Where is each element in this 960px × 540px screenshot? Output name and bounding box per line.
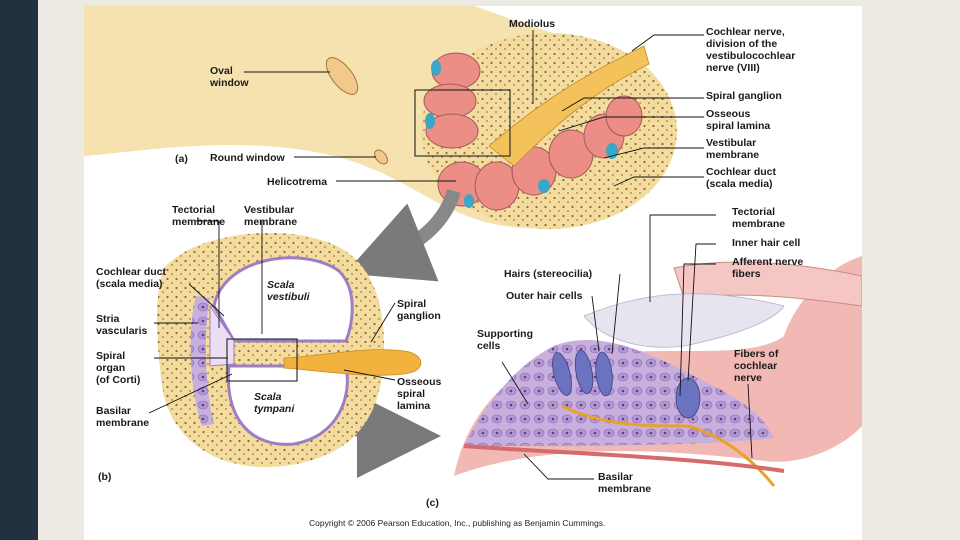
label-round-window: Round window	[210, 152, 285, 164]
label-cochlear-nerve: Cochlear nerve, division of the vestibul…	[706, 26, 798, 74]
panel-a-leaders	[244, 30, 704, 187]
label-helicotrema: Helicotrema	[267, 176, 327, 188]
label-scala-tympani: Scala tympani	[254, 391, 295, 415]
label-vestibular-membrane-b: Vestibular membrane	[244, 204, 297, 228]
label-supporting-cells: Supporting cells	[477, 328, 536, 352]
label-stria-vascularis: Stria vascularis	[96, 313, 148, 337]
scala-vestibuli-b	[212, 256, 354, 343]
panel-b: (b) Tectorial membrane Vestibular membra…	[96, 204, 444, 483]
panel-c-leaders	[501, 214, 753, 480]
cochlear-nerve-bundle	[488, 45, 650, 167]
label-tectorial-membrane-b: Tectorial membrane	[172, 204, 225, 228]
label-inner-hair-cell: Inner hair cell	[732, 237, 800, 249]
inner-hair-cell-c	[675, 377, 701, 419]
panel-c: (c) Tectorial membrane Inner hair cell H…	[426, 206, 862, 509]
nerve-fibers-c	[561, 404, 776, 487]
label-osseous-spiral-lamina-a: Osseous spiral lamina	[706, 108, 770, 132]
panel-a-tag: (a)	[175, 153, 188, 165]
panel-b-tag: (b)	[98, 471, 111, 483]
label-oval-window: Oval window	[209, 65, 249, 89]
outer-hair-cells-c	[552, 349, 613, 397]
slide-accent-stripe	[38, 0, 58, 540]
label-afferent-nerve-fibers: Afferent nerve fibers	[732, 256, 806, 280]
stria-vascularis-b	[190, 296, 214, 426]
cochlear-duct-b	[209, 304, 235, 367]
basilar-membrane-c	[463, 444, 785, 473]
label-scala-vestibuli: Scala vestibuli	[267, 279, 311, 303]
label-spiral-organ: Spiral organ (of Corti)	[96, 350, 140, 386]
label-cochlear-duct-a: Cochlear duct (scala media)	[706, 166, 779, 190]
label-modiolus: Modiolus	[509, 18, 555, 30]
label-basilar-membrane-b: Basilar membrane	[96, 405, 149, 429]
round-window-shape	[374, 149, 388, 165]
detail-box-a	[414, 89, 511, 157]
spiral-ganglion-nerve-b	[283, 349, 422, 376]
supporting-cells-c	[464, 340, 774, 446]
label-vestibular-membrane-a: Vestibular membrane	[706, 137, 759, 161]
label-hairs-stereocilia: Hairs (stereocilia)	[504, 268, 592, 280]
oval-window-shape	[325, 57, 359, 95]
label-tectorial-membrane-c: Tectorial membrane	[732, 206, 785, 230]
arrow-a-to-b	[345, 188, 461, 282]
panel-c-tag: (c)	[426, 497, 439, 509]
label-fibers-cochlear-nerve: Fibers of cochlear nerve	[734, 348, 781, 384]
scala-tympani-b	[226, 364, 349, 446]
label-osseous-spiral-lamina-b: Osseous spiral lamina	[397, 376, 444, 412]
tectorial-membrane-c	[583, 293, 785, 348]
panel-b-leaders	[148, 220, 396, 414]
label-spiral-ganglion-a: Spiral ganglion	[706, 90, 782, 102]
label-basilar-membrane-c: Basilar membrane	[598, 471, 651, 495]
label-outer-hair-cells: Outer hair cells	[506, 290, 583, 302]
copyright-notice: Copyright © 2006 Pearson Education, Inc.…	[309, 518, 605, 528]
panel-a: (a) Modiolus Cochlear nerve, division of…	[84, 6, 798, 229]
slide-accent-bar	[0, 0, 38, 540]
cochlear-turns	[423, 52, 643, 211]
detail-box-b	[226, 338, 298, 382]
label-cochlear-duct-b: Cochlear duct (scala media)	[96, 266, 169, 290]
cochlea-diagram: (a) Modiolus Cochlear nerve, division of…	[84, 6, 862, 528]
label-spiral-ganglion-b: Spiral ganglion	[397, 298, 441, 322]
